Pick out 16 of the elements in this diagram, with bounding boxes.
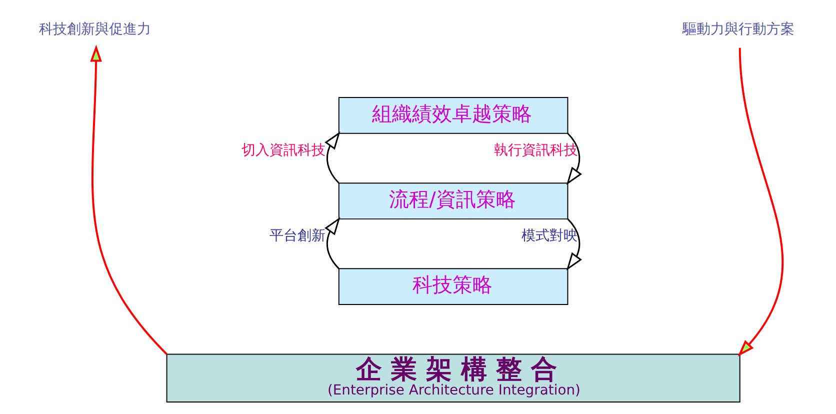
- arrow: [566, 218, 582, 271]
- node-box: 科技策略: [338, 268, 568, 305]
- arrow: [324, 132, 340, 184]
- arrow: [90, 44, 168, 355]
- edge-label: 平台創新: [269, 228, 326, 244]
- node-text: 科技創新與促進力: [38, 22, 151, 38]
- node-box: 流程/資訊策略: [338, 182, 568, 220]
- arrow: [566, 132, 582, 185]
- edge-label: 模式對映: [522, 228, 578, 244]
- node-text: 驅動力與行動方案: [682, 22, 795, 38]
- node-box: 組織績效卓越策略: [338, 97, 568, 134]
- node-box: 企 業 架 構 整 合 (Enterprise Architecture Integration): [166, 354, 740, 402]
- edge-label: 切入資訊科技: [242, 142, 326, 158]
- arrow: [738, 48, 784, 356]
- arrow: [324, 217, 340, 270]
- edge-label: 執行資訊科技: [494, 142, 578, 159]
